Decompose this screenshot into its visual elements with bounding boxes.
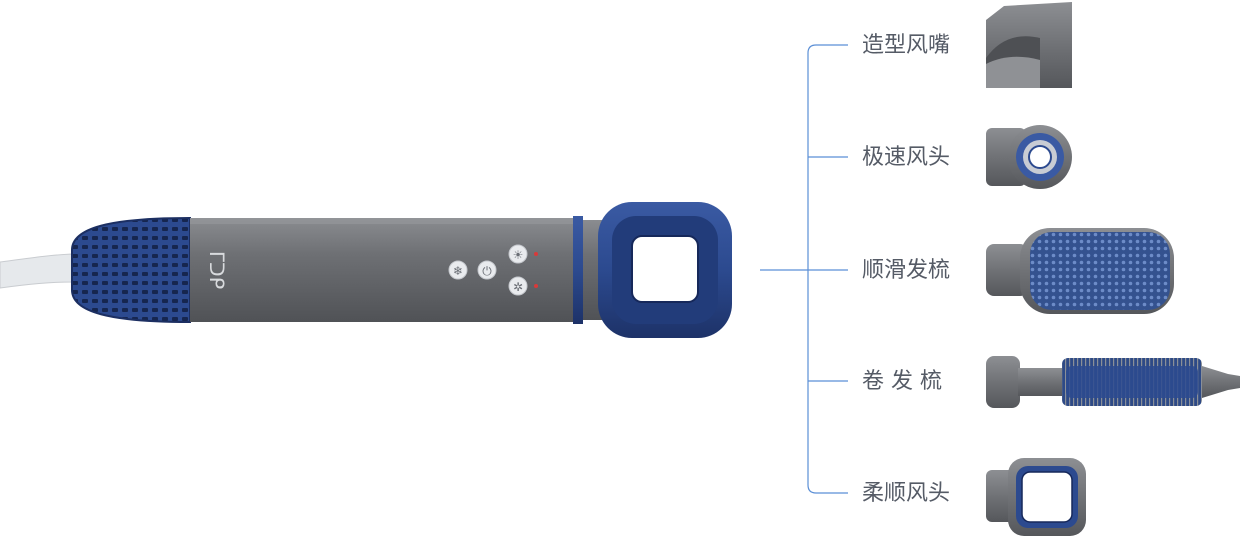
- accent-ring: [573, 216, 583, 324]
- styling-nozzle-image: [986, 2, 1072, 88]
- attachment-label-styling-nozzle: 造型风嘴: [862, 33, 951, 58]
- brand-logo: ᒥᑐᑭ: [205, 251, 229, 289]
- intake-grill: [71, 216, 191, 324]
- svg-text:⏻: ⏻: [482, 264, 492, 278]
- fast-dry-nozzle-image: [986, 125, 1072, 189]
- attachment-label-smoothing-brush: 顺滑发梳: [862, 258, 951, 283]
- soft-nozzle-image: [986, 458, 1086, 536]
- handle-body: [190, 218, 576, 322]
- control-buttons: ❄ ⏻ ☀ ✲: [448, 244, 538, 296]
- connector-lines: [760, 44, 848, 494]
- svg-text:☀: ☀: [513, 248, 524, 262]
- power-cable: [0, 253, 73, 289]
- smoothing-brush-image: [986, 228, 1174, 314]
- curling-brush-image: [986, 356, 1240, 408]
- dryer-head: [598, 202, 732, 338]
- attachment-label-fast-dry-nozzle: 极速风头: [862, 145, 951, 170]
- attachment-label-soft-nozzle: 柔顺风头: [862, 481, 951, 506]
- svg-text:✲: ✲: [513, 280, 523, 294]
- svg-text:❄: ❄: [453, 264, 463, 278]
- attachment-label-curling-brush: 卷 发 梳: [862, 369, 942, 394]
